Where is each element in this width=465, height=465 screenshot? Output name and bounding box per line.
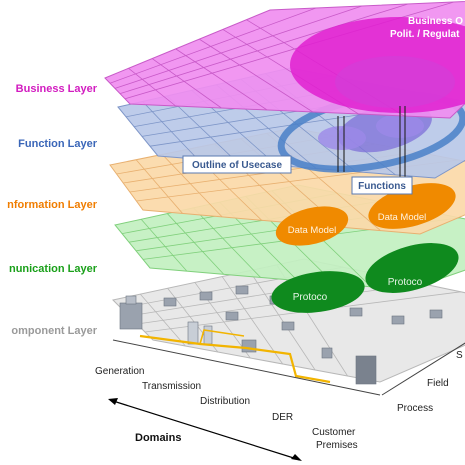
grid-line [221, 276, 284, 365]
protocol-ellipse-2 [365, 243, 459, 293]
device-icon [281, 321, 295, 331]
data-model-label-2: Data Model [378, 212, 427, 223]
function-ellipse [318, 126, 366, 150]
house-icon [321, 347, 333, 359]
tower-icon [187, 321, 199, 345]
grid-line [249, 270, 316, 371]
grid-line [142, 101, 198, 160]
domain-label-der: DER [272, 412, 293, 423]
zone-label-station: S [456, 350, 463, 361]
domain-label-generation: Generation [95, 366, 144, 377]
grid-line [175, 48, 268, 111]
component-icons [119, 285, 443, 385]
zone-axis: Process Field S [381, 342, 465, 414]
data-model-ellipse-2 [368, 183, 456, 229]
building-icon [355, 355, 377, 385]
device-icon [163, 297, 177, 307]
grid-line [109, 7, 317, 84]
grid-line [140, 219, 188, 272]
power-line [139, 334, 331, 384]
protocol-label-2: Protoco [388, 277, 423, 288]
data-model-label-1: Data Model [288, 225, 337, 236]
zone-label-process: Process [397, 403, 433, 414]
device-icon [199, 291, 213, 301]
component-layer-label: omponent Layer [11, 325, 97, 337]
domains-arrow-head-right [291, 454, 302, 461]
substation-icon [125, 295, 137, 305]
grid-line [199, 38, 314, 113]
protocol-ellipse-1 [271, 271, 365, 313]
domain-axis-line [112, 339, 381, 396]
business-label: Business O [408, 16, 463, 27]
information-layer-label: nformation Layer [7, 199, 98, 211]
business-sub-label: Polit. / Regulat [390, 29, 460, 40]
domains-arrow-head-left [108, 398, 118, 405]
domain-axis: Generation Transmission Distribution DER… [95, 339, 381, 461]
device-icon [349, 307, 363, 317]
domains-title: Domains [135, 432, 181, 444]
grid-line [119, 3, 409, 94]
protocol-label-1: Protoco [293, 292, 328, 303]
function-layer-label: Function Layer [18, 138, 98, 150]
grid-line [135, 159, 183, 214]
functions-callout-label: Functions [358, 181, 406, 192]
domain-label-distribution: Distribution [200, 396, 250, 407]
domains-arrow [109, 399, 301, 461]
data-model-ellipse-1 [275, 206, 349, 246]
business-sub-ellipse [335, 56, 455, 108]
substation-icon [119, 302, 143, 330]
device-icon [429, 309, 443, 319]
grid-line [166, 95, 238, 163]
communication-layer-label: nunication Layer [9, 263, 98, 275]
power-line [199, 329, 245, 345]
grid-line [193, 207, 261, 278]
functions-callout: Functions [351, 176, 413, 195]
transformer-icon [241, 339, 257, 353]
business-layer-label: Business Layer [16, 83, 98, 95]
business-layer: Business O Polit. / Regulat Business Lay… [16, 1, 465, 119]
usecase-callout: Outline of Usecase [182, 155, 292, 174]
device-icon [391, 315, 405, 325]
grid-line [151, 58, 222, 109]
grid-line [128, 67, 176, 107]
domain-label-transmission: Transmission [142, 381, 201, 392]
zone-label-field: Field [427, 378, 449, 389]
layer-connectors [337, 106, 406, 178]
zone-axis-line [381, 342, 465, 396]
usecase-callout-label: Outline of Usecase [192, 160, 282, 171]
device-icon [235, 285, 249, 295]
grid-line [114, 5, 363, 89]
tower-icon [203, 325, 213, 345]
device-icon [225, 311, 239, 321]
grid-line [161, 154, 223, 218]
